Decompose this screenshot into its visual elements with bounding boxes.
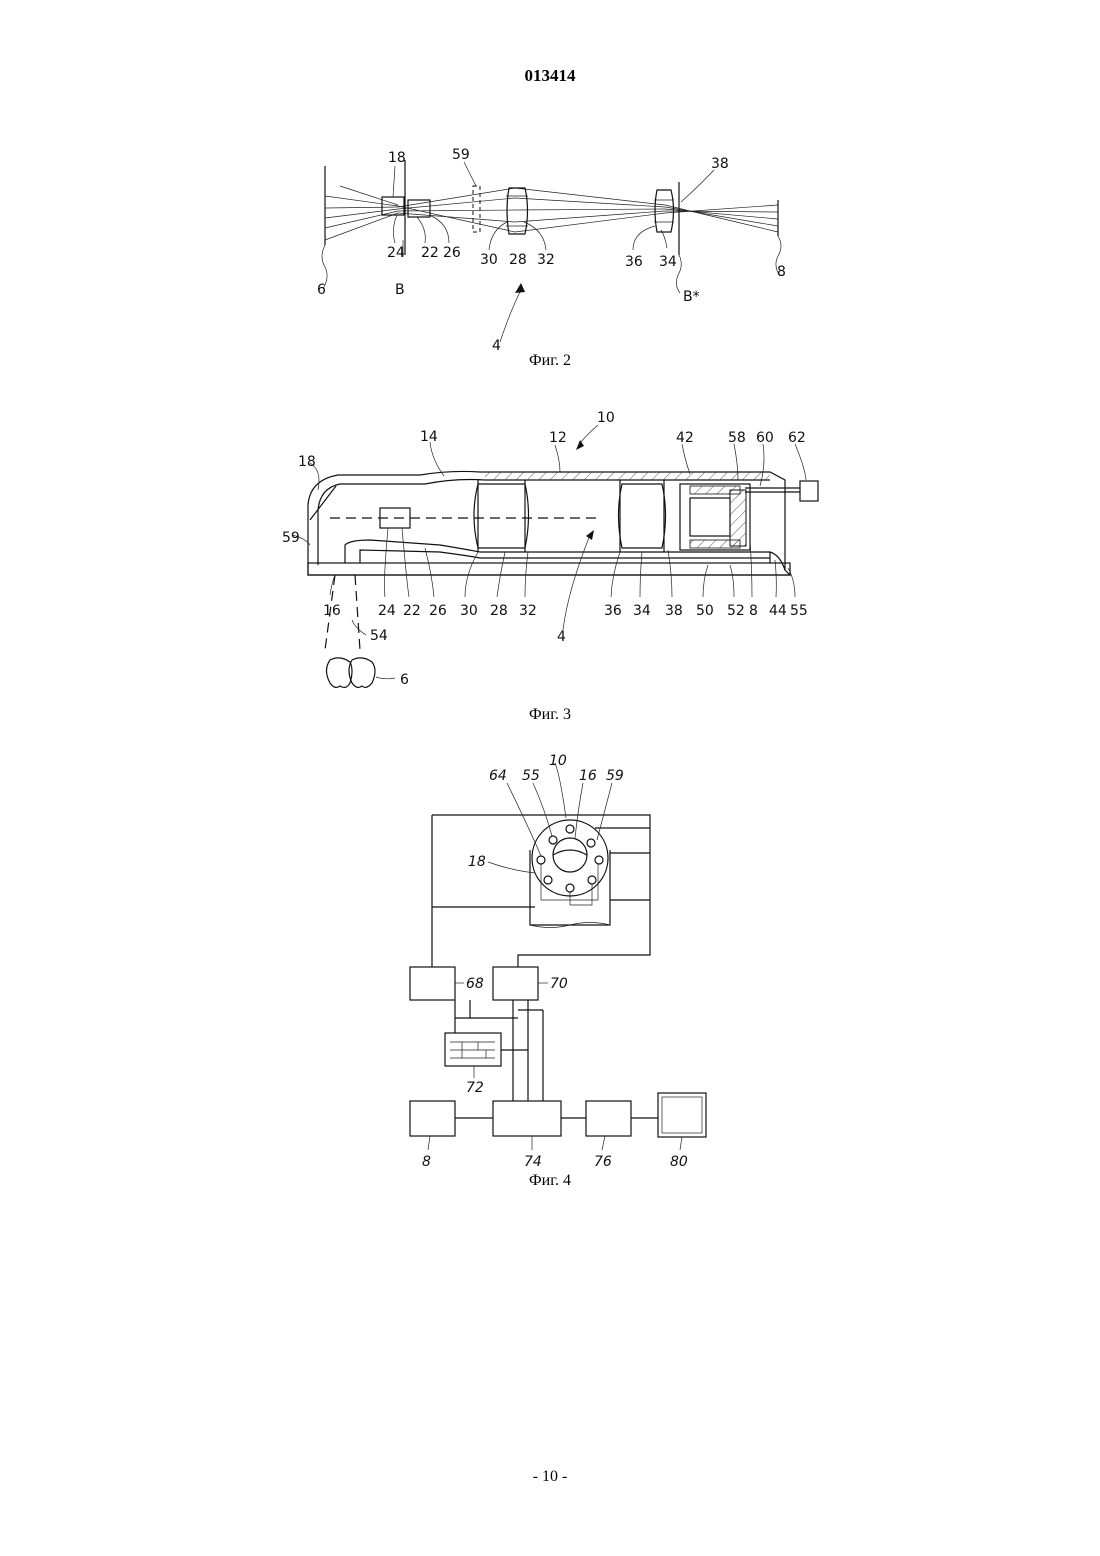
fig2-label-28: 28: [509, 252, 527, 268]
fig4-label-55: 55: [522, 768, 540, 784]
figure-3-drawing: 10 14 12 42 58 60 62 18 59 16 24 22 26 3…: [0, 400, 1100, 700]
fig4-label-10: 10: [549, 753, 567, 769]
fig3-label-8: 8: [749, 603, 758, 619]
fig4-label-59: 59: [606, 768, 624, 784]
fig3-label-38: 38: [665, 603, 683, 619]
fig4-label-70: 70: [550, 976, 568, 992]
document-number: 013414: [0, 66, 1100, 86]
fig3-label-4: 4: [557, 629, 566, 645]
block-76: [586, 1101, 631, 1136]
fig2-label-B: B: [395, 282, 405, 298]
fig3-label-62: 62: [788, 430, 806, 446]
fig2-label-30: 30: [480, 252, 498, 268]
fig3-label-55: 55: [790, 603, 808, 619]
fig3-label-16: 16: [323, 603, 341, 619]
fig2-label-59: 59: [452, 147, 470, 163]
fig3-label-60: 60: [756, 430, 774, 446]
fig2-label-8: 8: [777, 264, 786, 280]
fig4-label-76: 76: [594, 1154, 612, 1170]
fig3-label-6: 6: [400, 672, 409, 688]
fig2-label-36: 36: [625, 254, 643, 270]
figure-2-drawing: 18 59 38 24 B 22 26 30 28 32 36 34 B* 6 …: [0, 140, 1100, 360]
lens-28: [507, 188, 528, 234]
fig2-label-34: 34: [659, 254, 677, 270]
figure-3-caption: Фиг. 3: [0, 706, 1100, 724]
figure-2-caption: Фиг. 2: [0, 352, 1100, 370]
fig3-label-42: 42: [676, 430, 694, 446]
block-70: [493, 967, 538, 1000]
fig3-label-34: 34: [633, 603, 651, 619]
fig3-label-14: 14: [420, 429, 438, 445]
fig4-label-74: 74: [524, 1154, 542, 1170]
fig2-label-Bstar: B*: [683, 289, 700, 305]
fig4-label-80: 80: [670, 1154, 688, 1170]
lens-34: [619, 484, 666, 548]
fig4-label-8: 8: [422, 1154, 431, 1170]
fig3-label-18: 18: [298, 454, 316, 470]
fig2-label-6: 6: [317, 282, 326, 298]
fig4-label-18: 18: [468, 854, 486, 870]
fig2-label-26: 26: [443, 245, 461, 261]
figure-4-caption: Фиг. 4: [0, 1172, 1100, 1190]
fig3-label-30: 30: [460, 603, 478, 619]
fig3-label-59: 59: [282, 530, 300, 546]
monitor-80: [658, 1093, 706, 1137]
fig2-label-32: 32: [537, 252, 555, 268]
fig3-label-22: 22: [403, 603, 421, 619]
lens-28: [474, 484, 529, 548]
fig4-label-72: 72: [466, 1080, 484, 1096]
fig3-label-44: 44: [769, 603, 787, 619]
fig2-label-24: 24: [387, 245, 405, 261]
fig2-label-22: 22: [421, 245, 439, 261]
unit-62: [800, 481, 818, 501]
fig4-label-16: 16: [579, 768, 597, 784]
keyboard-72: [445, 1033, 501, 1066]
element-59: [473, 186, 480, 232]
fig3-label-58: 58: [728, 430, 746, 446]
fig2-label-18: 18: [388, 150, 406, 166]
fig4-label-64: 64: [489, 768, 507, 784]
page-number: - 10 -: [0, 1468, 1100, 1486]
fig3-label-12: 12: [549, 430, 567, 446]
fig3-label-24: 24: [378, 603, 396, 619]
fig3-label-28: 28: [490, 603, 508, 619]
fig3-label-54: 54: [370, 628, 388, 644]
fig3-label-50: 50: [696, 603, 714, 619]
block-74: [493, 1101, 561, 1136]
fig3-label-32: 32: [519, 603, 537, 619]
block-8: [410, 1101, 455, 1136]
window-16: [553, 838, 587, 872]
fig2-label-38: 38: [711, 156, 729, 172]
fig3-label-10: 10: [597, 410, 615, 426]
fig4-label-68: 68: [466, 976, 484, 992]
block-68: [410, 967, 455, 1000]
fig3-label-26: 26: [429, 603, 447, 619]
fig3-label-36: 36: [604, 603, 622, 619]
teeth-6: [327, 658, 353, 688]
base-plate: [308, 563, 790, 575]
fig3-label-52: 52: [727, 603, 745, 619]
figure-4-drawing: 10 64 55 16 59 18 68 70 72 8 74 76 80: [0, 745, 1100, 1175]
